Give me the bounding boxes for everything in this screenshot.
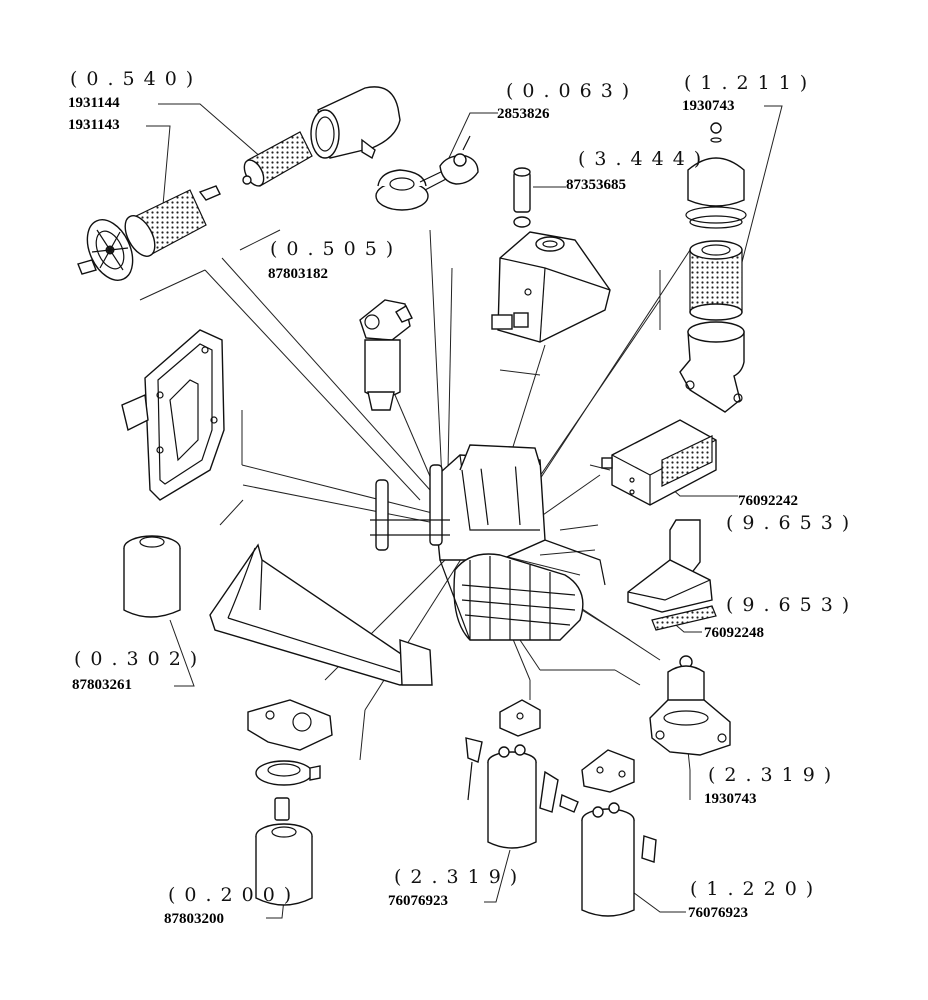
hydraulic-filter-assembly: [359, 299, 413, 411]
part-number-c5[interactable]: 87803182: [268, 266, 328, 282]
ref-c9: (2.319): [708, 764, 841, 786]
fuel-filter-right: [559, 749, 657, 917]
ref-c8: (0.302): [74, 648, 207, 670]
part-number-c1a[interactable]: 1931144: [68, 95, 120, 111]
ref-c4: (3.444): [578, 148, 711, 170]
hydraulic-tank-assembly: [491, 167, 611, 343]
part-number-c6[interactable]: 76092242: [738, 493, 798, 509]
part-number-c2[interactable]: 2853826: [497, 106, 550, 122]
engine-oil-filter-assembly: [247, 699, 333, 906]
part-number-c1b[interactable]: 1931143: [68, 117, 120, 133]
fuel-filter-lower-right: [649, 655, 731, 756]
part-number-c12[interactable]: 76076923: [688, 905, 748, 921]
part-number-c8[interactable]: 87803261: [72, 677, 132, 693]
part-number-c10[interactable]: 87803200: [164, 911, 224, 927]
air-filter-assembly: [77, 86, 401, 281]
ref-c6: (9.653): [726, 512, 859, 534]
part-number-c9[interactable]: 1930743: [704, 791, 757, 807]
ref-c2: (0.063): [506, 80, 639, 102]
ref-c1: (0.540): [70, 68, 203, 90]
part-number-c11[interactable]: 76076923: [388, 893, 448, 909]
part-number-c3[interactable]: 1930743: [682, 98, 735, 114]
ref-c10: (0.200): [168, 884, 301, 906]
oil-cooler-cover: [121, 329, 225, 618]
ref-c3: (1.211): [684, 72, 817, 94]
fuel-filter-center: [465, 699, 559, 849]
part-number-c7[interactable]: 76092248: [704, 625, 764, 641]
crawler-dozer: [209, 444, 606, 686]
ref-c7: (9.653): [726, 594, 859, 616]
ref-c5: (0.505): [270, 238, 403, 260]
ref-c11: (2.319): [394, 866, 527, 888]
spin-filter-stack: [679, 122, 747, 413]
ref-c12: (1.220): [690, 878, 823, 900]
part-number-c4[interactable]: 87353685: [566, 177, 626, 193]
fuel-cap-assembly: [375, 135, 479, 211]
cab-air-filter-assembly: [601, 419, 717, 631]
